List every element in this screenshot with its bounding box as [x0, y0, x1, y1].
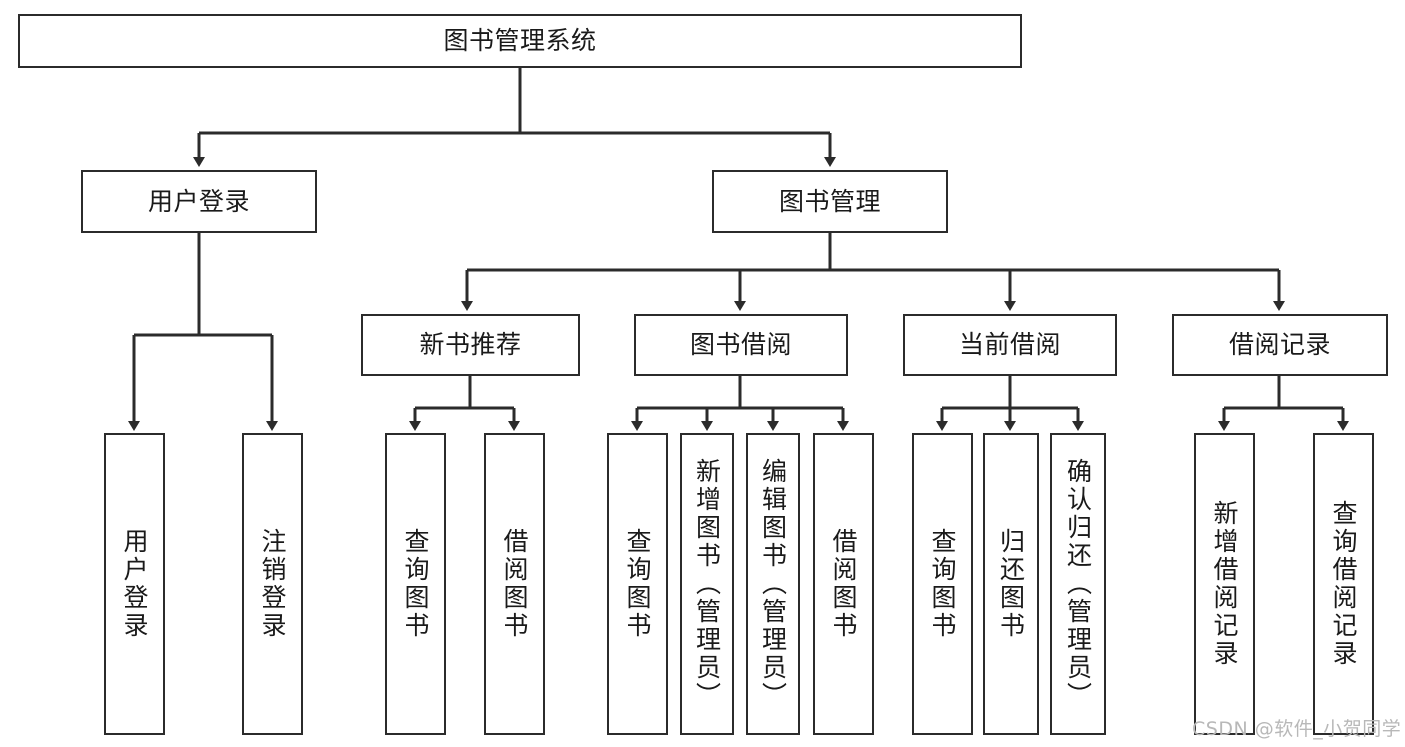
- node-label: 新增图书（管理员）: [692, 458, 722, 710]
- node-label: 借阅图书: [500, 528, 529, 640]
- node-label: 注销登录: [258, 528, 287, 640]
- node-label: 查询图书: [623, 528, 652, 640]
- node-borrow-record[interactable]: 借阅记录: [1172, 314, 1388, 376]
- leaf-user-login-login[interactable]: 用户登录: [104, 433, 165, 735]
- node-label: 新增借阅记录: [1210, 500, 1239, 668]
- node-label: 查询借阅记录: [1329, 500, 1358, 668]
- node-label: 借阅图书: [829, 528, 858, 640]
- node-label: 确认归还（管理员）: [1063, 458, 1093, 710]
- node-label: 图书借阅: [689, 330, 792, 360]
- leaf-new-book-query-books[interactable]: 查询图书: [385, 433, 446, 735]
- node-label: 归还图书: [996, 528, 1026, 640]
- node-label: 用户登录: [147, 186, 250, 216]
- node-label: 借阅记录: [1228, 330, 1331, 360]
- leaf-book-borrow-borrow-books[interactable]: 借阅图书: [813, 433, 874, 735]
- leaf-current-borrow-confirm-return-admin[interactable]: 确认归还（管理员）: [1050, 433, 1106, 735]
- leaf-current-borrow-return-books[interactable]: 归还图书: [983, 433, 1039, 735]
- node-new-book-recommend[interactable]: 新书推荐: [361, 314, 580, 376]
- node-label: 当前借阅: [958, 330, 1061, 360]
- leaf-book-borrow-query-books[interactable]: 查询图书: [607, 433, 668, 735]
- leaf-borrow-record-add-record[interactable]: 新增借阅记录: [1194, 433, 1255, 735]
- leaf-book-borrow-add-book-admin[interactable]: 新增图书（管理员）: [680, 433, 734, 735]
- leaf-user-login-logout[interactable]: 注销登录: [242, 433, 303, 735]
- node-label: 图书管理系统: [443, 26, 597, 56]
- leaf-new-book-borrow-books[interactable]: 借阅图书: [484, 433, 545, 735]
- node-book-management[interactable]: 图书管理: [712, 170, 948, 233]
- leaf-book-borrow-edit-book-admin[interactable]: 编辑图书（管理员）: [746, 433, 800, 735]
- leaf-borrow-record-query-record[interactable]: 查询借阅记录: [1313, 433, 1374, 735]
- node-label: 编辑图书（管理员）: [758, 458, 788, 710]
- leaf-current-borrow-query-books[interactable]: 查询图书: [912, 433, 973, 735]
- node-root-system[interactable]: 图书管理系统: [18, 14, 1022, 68]
- node-label: 图书管理: [778, 186, 881, 216]
- csdn-watermark: CSDN @软件_小贺同学: [1192, 718, 1402, 740]
- node-label: 用户登录: [120, 528, 149, 640]
- node-current-borrow[interactable]: 当前借阅: [903, 314, 1117, 376]
- node-book-borrow[interactable]: 图书借阅: [634, 314, 848, 376]
- node-label: 新书推荐: [419, 330, 522, 360]
- node-user-login[interactable]: 用户登录: [81, 170, 317, 233]
- node-label: 查询图书: [928, 528, 957, 640]
- node-label: 查询图书: [401, 528, 430, 640]
